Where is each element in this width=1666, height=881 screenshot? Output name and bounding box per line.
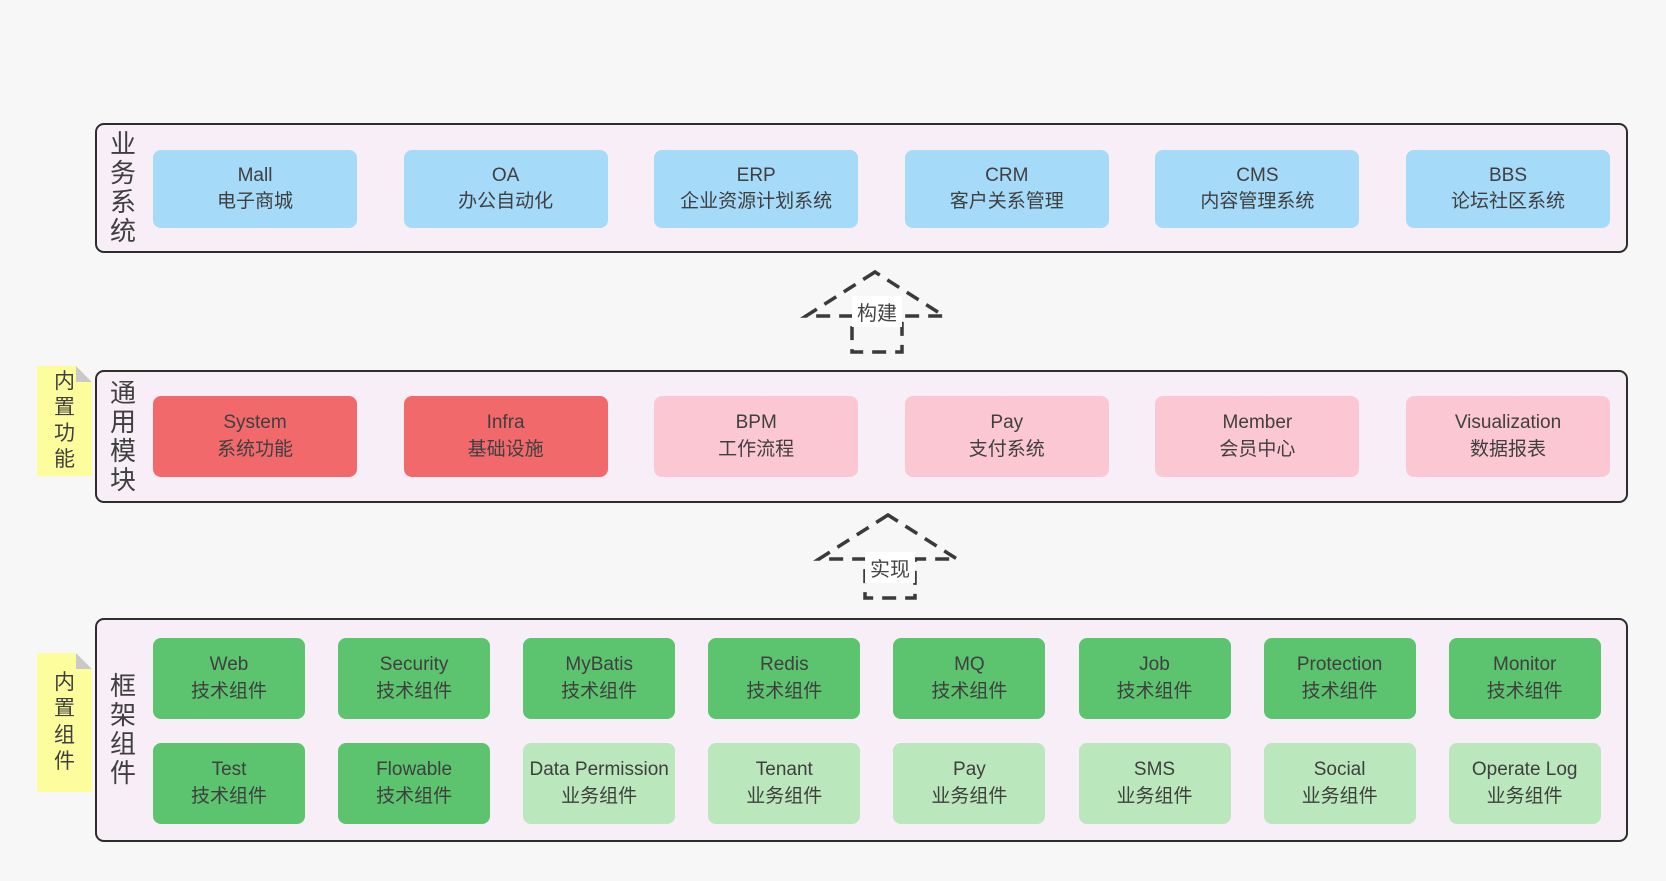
box-title: Visualization — [1454, 412, 1562, 434]
box-title: Flowable — [376, 759, 453, 781]
box-subtitle: 技术组件 — [1486, 680, 1563, 702]
box-title: BBS — [1488, 164, 1528, 186]
box-subtitle: 数据报表 — [1469, 438, 1546, 460]
box-crm: CRM 客户关系管理 — [904, 150, 1109, 228]
box-subtitle: 系统功能 — [216, 438, 293, 460]
box-test: Test 技术组件 — [153, 743, 305, 824]
box-member: Member 会员中心 — [1155, 396, 1360, 477]
box-subtitle: 技术组件 — [561, 680, 638, 702]
box-title: MQ — [954, 654, 985, 676]
box-operate-log: Operate Log 业务组件 — [1448, 743, 1601, 824]
box-security: Security 技术组件 — [338, 638, 491, 719]
folded-corner-icon — [76, 366, 92, 382]
box-subtitle: 技术组件 — [376, 785, 453, 807]
box-subtitle: 论坛社区系统 — [1450, 191, 1565, 212]
sticky-note-built-in-components: 内置组件 — [37, 653, 92, 792]
box-subtitle: 基础设施 — [467, 438, 544, 460]
box-erp: ERP 企业资源计划系统 — [654, 150, 859, 228]
folded-corner-icon — [76, 653, 92, 669]
box-bbs: BBS 论坛社区系统 — [1406, 150, 1610, 228]
box-subtitle: 企业资源计划系统 — [680, 191, 833, 212]
box-flowable: Flowable 技术组件 — [338, 743, 491, 824]
box-subtitle: 业务组件 — [931, 785, 1008, 807]
box-subtitle: 技术组件 — [190, 680, 267, 702]
box-data-permission: Data Permission 业务组件 — [523, 743, 676, 824]
box-subtitle: 技术组件 — [1116, 680, 1193, 702]
box-title: ERP — [736, 164, 776, 186]
box-subtitle: 业务组件 — [1486, 785, 1563, 807]
sticky-note-text: 内置功能 — [54, 369, 75, 472]
box-title: Job — [1139, 654, 1170, 676]
box-system: System 系统功能 — [153, 396, 357, 477]
box-title: SMS — [1133, 759, 1176, 781]
box-subtitle: 客户关系管理 — [949, 191, 1064, 212]
box-title: CMS — [1236, 164, 1279, 186]
box-mybatis: MyBatis 技术组件 — [523, 638, 676, 719]
box-title: Web — [209, 654, 249, 676]
box-title: Protection — [1296, 654, 1383, 676]
box-cms: CMS 内容管理系统 — [1155, 150, 1360, 228]
implement-arrow-label: 实现 — [865, 552, 915, 583]
box-title: Infra — [486, 412, 525, 434]
box-mq: MQ 技术组件 — [893, 638, 1046, 719]
box-subtitle: 技术组件 — [376, 680, 453, 702]
box-subtitle: 技术组件 — [746, 680, 823, 702]
box-title: Pay — [990, 412, 1024, 434]
box-visualization: Visualization 数据报表 — [1406, 396, 1610, 477]
box-subtitle: 支付系统 — [968, 438, 1045, 460]
box-job: Job 技术组件 — [1078, 638, 1231, 719]
layer-label-business: 业务系统 — [109, 128, 136, 247]
box-title: OA — [491, 164, 520, 186]
box-title: Monitor — [1493, 654, 1557, 676]
box-subtitle: 业务组件 — [1301, 785, 1378, 807]
box-subtitle: 业务组件 — [1116, 785, 1193, 807]
box-subtitle: 办公自动化 — [458, 191, 554, 212]
layer-label-modules: 通用模块 — [109, 377, 136, 495]
box-subtitle: 业务组件 — [561, 785, 638, 807]
box-tenant: Tenant 业务组件 — [708, 743, 861, 824]
layer-label-components: 框架组件 — [109, 670, 136, 789]
box-bpm: BPM 工作流程 — [654, 396, 859, 477]
box-title: Operate Log — [1471, 759, 1578, 781]
box-title: Redis — [760, 654, 809, 676]
box-pay: Pay 支付系统 — [904, 396, 1109, 477]
box-subtitle: 技术组件 — [190, 785, 267, 807]
box-subtitle: 电子商城 — [216, 191, 293, 212]
box-infra: Infra 基础设施 — [403, 396, 608, 477]
box-subtitle: 技术组件 — [931, 680, 1008, 702]
box-subtitle: 技术组件 — [1301, 680, 1378, 702]
box-subtitle: 工作流程 — [718, 438, 795, 460]
box-monitor: Monitor 技术组件 — [1448, 638, 1601, 719]
box-title: Security — [379, 654, 449, 676]
box-title: Tenant — [755, 759, 813, 781]
box-subtitle: 内容管理系统 — [1200, 191, 1315, 212]
box-title: Test — [211, 759, 247, 781]
box-pay: Pay 业务组件 — [893, 743, 1046, 824]
build-arrow-label: 构建 — [852, 296, 902, 327]
box-title: System — [223, 412, 287, 434]
box-sms: SMS 业务组件 — [1078, 743, 1231, 824]
box-title: CRM — [985, 164, 1029, 186]
box-title: BPM — [735, 412, 777, 434]
sticky-note-text: 内置组件 — [54, 671, 75, 773]
layer-common-modules: 通用模块 System 系统功能 Infra 基础设施 BPM 工作流程 Pay 支付系统 Me… — [95, 370, 1628, 503]
box-subtitle: 会员中心 — [1219, 438, 1296, 460]
box-title: Mall — [237, 164, 273, 186]
box-web: Web 技术组件 — [153, 638, 305, 719]
box-subtitle: 业务组件 — [746, 785, 823, 807]
box-oa: OA 办公自动化 — [403, 150, 608, 228]
layer-business-systems: 业务系统 Mall 电子商城 OA 办公自动化 ERP 企业资源计划系统 CRM 客户关系管理… — [95, 123, 1628, 253]
box-mall: Mall 电子商城 — [153, 150, 357, 228]
box-title: Social — [1313, 759, 1366, 781]
box-title: Pay — [953, 759, 986, 781]
box-social: Social 业务组件 — [1263, 743, 1416, 824]
box-title: MyBatis — [565, 654, 633, 676]
box-redis: Redis 技术组件 — [708, 638, 861, 719]
box-protection: Protection 技术组件 — [1263, 638, 1416, 719]
sticky-note-built-in-features: 内置功能 — [37, 366, 92, 476]
box-title: Data Permission — [529, 759, 669, 781]
box-title: Member — [1222, 412, 1293, 434]
